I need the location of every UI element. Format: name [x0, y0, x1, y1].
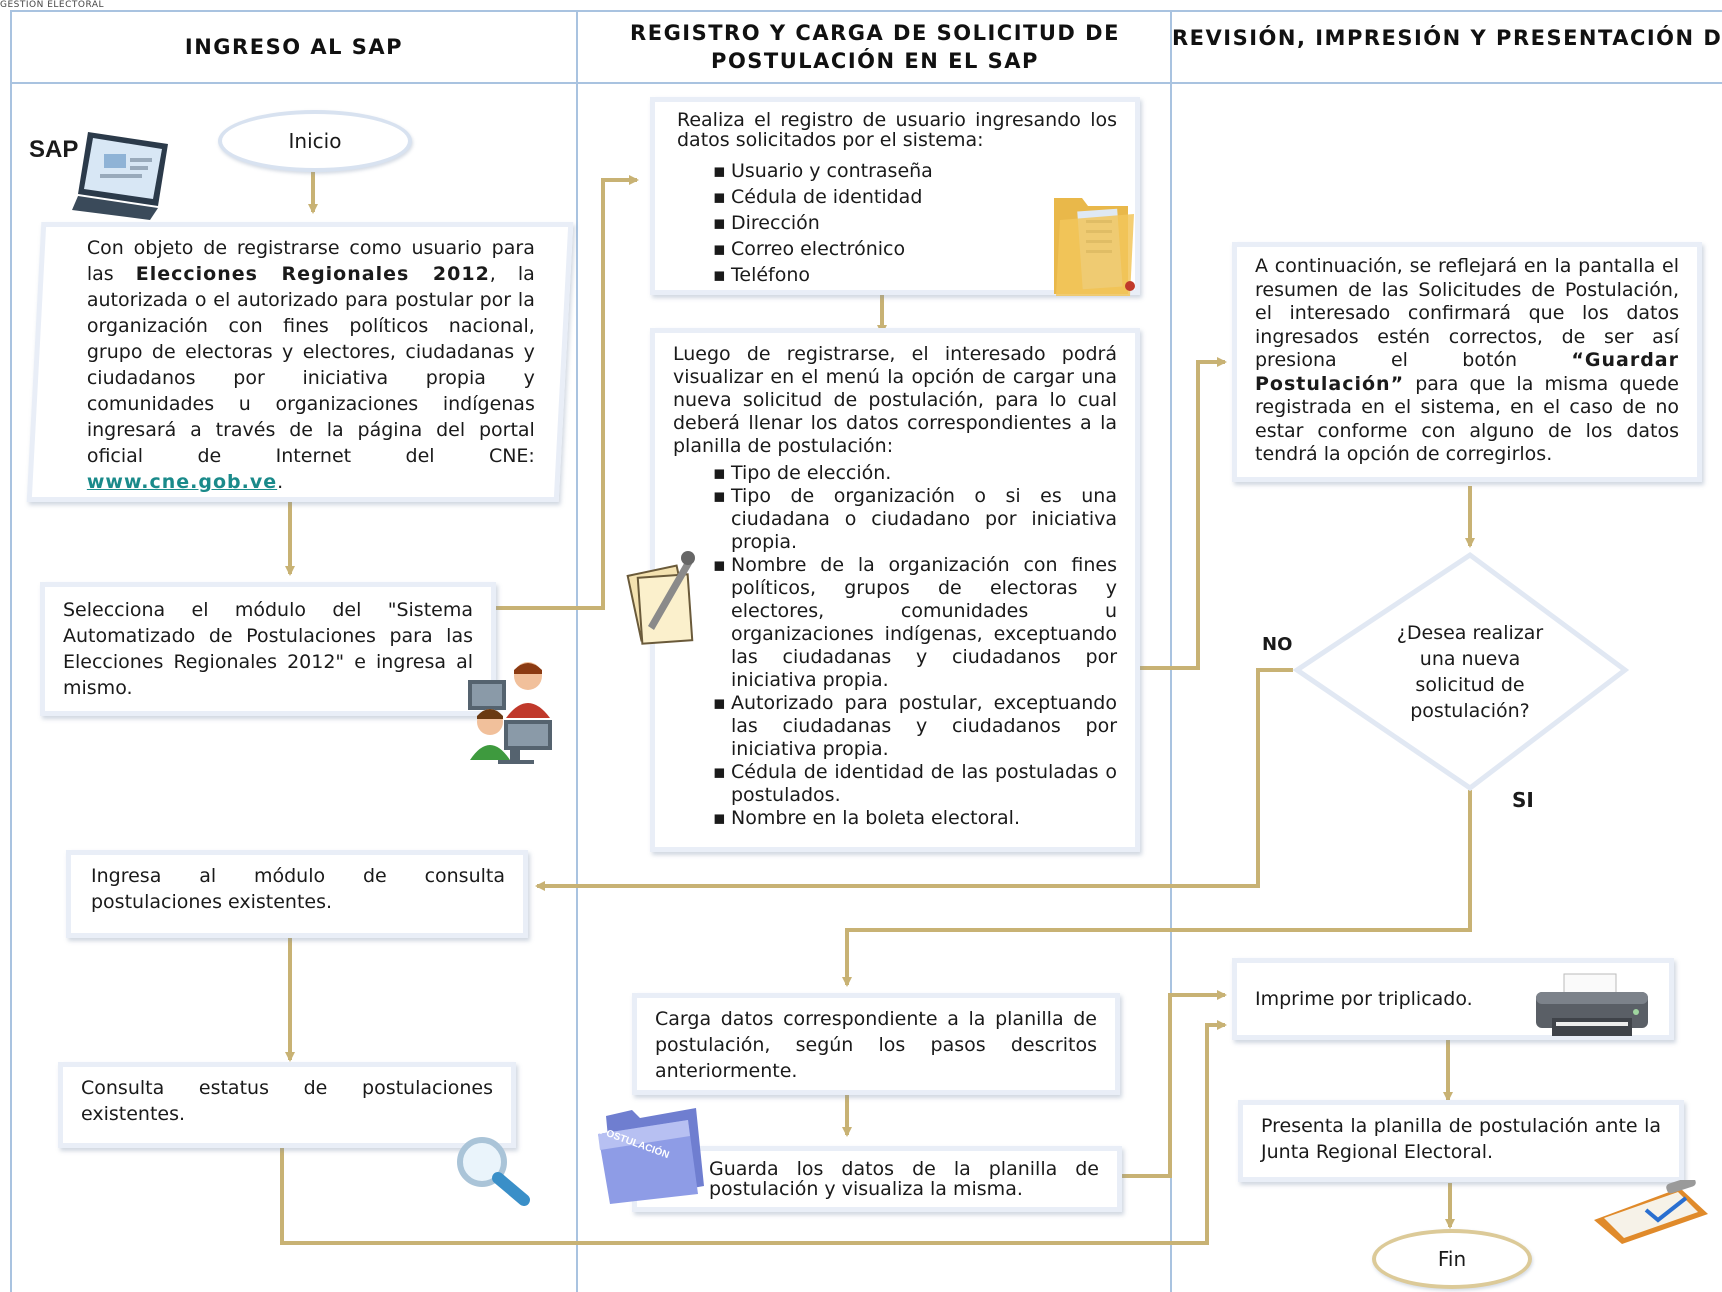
postulation-field: Tipo de organización o si es una ciudada… — [709, 485, 1117, 554]
lane-border-top — [10, 10, 1722, 12]
new-request-box: Luego de registrarse, el interesado podr… — [650, 328, 1140, 852]
no-label: NO — [1262, 634, 1293, 655]
decision-text: ¿Desea realizar una nueva solicitud de p… — [1396, 622, 1544, 722]
end-node: Fin — [1372, 1229, 1532, 1289]
clipboard-icon — [1588, 1176, 1714, 1246]
register-fields-list: Usuario y contraseña Cédula de identidad… — [709, 158, 1117, 288]
register-field: Cédula de identidad — [709, 184, 1117, 210]
present-box: Presenta la planilla de postulación ante… — [1238, 1100, 1684, 1182]
folder-documents-icon — [1050, 190, 1140, 300]
cne-link[interactable]: www.cne.gob.ve — [86, 471, 278, 493]
intro-box: Con objeto de registrarse como usuario p… — [26, 222, 574, 502]
top-header-text: GESTIÓN ELECTORAL — [0, 0, 105, 10]
postulation-field: Nombre en la boleta electoral. — [709, 807, 1117, 830]
intro-text: Con objeto de registrarse como usuario p… — [86, 237, 535, 493]
lane-title-registro: REGISTRO Y CARGA DE SOLICITUD DE POSTULA… — [630, 21, 1120, 73]
summary-box: A continuación, se reflejará en la panta… — [1232, 242, 1702, 482]
arrow-save-to-print — [1122, 990, 1227, 1178]
intro-bold: Elecciones Regionales 2012 — [135, 263, 490, 285]
magnifier-icon — [452, 1134, 532, 1206]
postulacion-folder-icon: POSTULACIÓN — [592, 1108, 710, 1204]
si-label: SI — [1512, 788, 1534, 812]
postulation-field: Autorizado para postular, exceptuando la… — [709, 692, 1117, 761]
register-field: Correo electrónico — [709, 236, 1117, 262]
start-node: Inicio — [218, 110, 412, 172]
printer-icon — [1532, 972, 1652, 1042]
users-computers-icon — [460, 660, 570, 778]
arrow-select-to-register — [495, 175, 639, 610]
select-module-box: Selecciona el módulo del "Sistema Automa… — [40, 582, 496, 716]
form-edit-icon — [626, 546, 706, 646]
lane-border-left — [10, 10, 12, 1292]
lane-title-revision: REVISIÓN, IMPRESIÓN Y PRESENTACIÓN DE SO… — [1172, 26, 1722, 50]
sap-label: SAP — [29, 136, 79, 163]
arrow-no-to-consult — [535, 668, 1293, 891]
consult-status-box: Consulta estatus de postulaciones existe… — [58, 1062, 516, 1148]
postulation-field: Cédula de identidad de las postuladas o … — [709, 761, 1117, 807]
lane-border-header — [10, 82, 1722, 84]
arrow-si-to-load — [842, 790, 1472, 987]
postulation-fields-list: Tipo de elección. Tipo de organización o… — [709, 462, 1117, 830]
lane-divider-2 — [1170, 10, 1172, 1292]
register-field: Usuario y contraseña — [709, 158, 1117, 184]
lane-title-ingreso: INGRESO AL SAP — [184, 35, 404, 59]
postulation-field: Nombre de la organización con fines polí… — [709, 554, 1117, 692]
register-field: Teléfono — [709, 262, 1117, 288]
save-data-box: Guarda los datos de la planilla de postu… — [632, 1146, 1122, 1212]
lane-divider-1 — [576, 10, 578, 1292]
postulation-field: Tipo de elección. — [709, 462, 1117, 485]
consult-module-box: Ingresa al módulo de consulta postulacio… — [66, 850, 528, 938]
summary-bold: “Guardar Postulación” — [1255, 349, 1679, 395]
arrow-status-to-print — [280, 1020, 1227, 1245]
sap-monitor-icon: SAP — [26, 128, 176, 224]
register-field: Dirección — [709, 210, 1117, 236]
load-data-box: Carga datos correspondiente a la planill… — [632, 993, 1120, 1095]
arrow-new-to-summary — [1135, 357, 1227, 670]
